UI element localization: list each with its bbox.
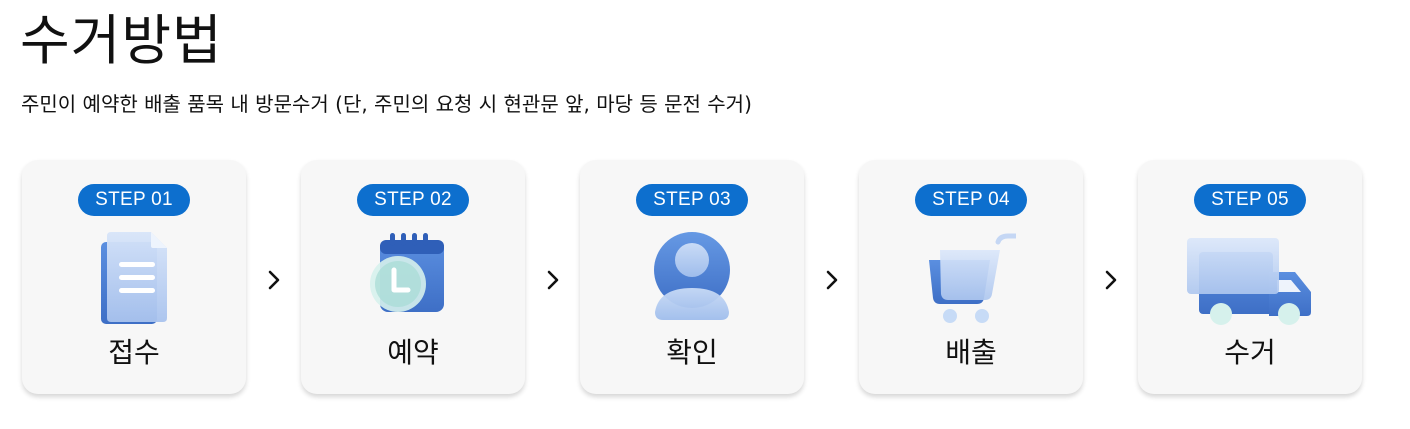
document-icon	[89, 228, 179, 328]
step-card-disposal: STEP 04 배출	[859, 160, 1083, 394]
page-subtitle: 주민이 예약한 배출 품목 내 방문수거 (단, 주민의 요청 시 현관문 앞,…	[21, 92, 752, 116]
step-badge: STEP 02	[357, 184, 469, 216]
step-card-reservation: STEP 02 예약	[301, 160, 525, 394]
calendar-clock-icon	[368, 228, 458, 328]
chevron-right-icon	[1101, 260, 1121, 300]
step-card-confirmation: STEP 03 확인	[580, 160, 804, 394]
cart-icon	[926, 228, 1016, 328]
step-label: 배출	[945, 336, 997, 369]
step-card-collection: STEP 05	[1138, 160, 1362, 394]
chevron-right-icon	[543, 260, 563, 300]
user-icon	[647, 228, 737, 328]
chevron-right-icon	[822, 260, 842, 300]
step-label: 확인	[666, 336, 718, 369]
step-label: 접수	[108, 336, 160, 369]
truck-icon	[1185, 228, 1317, 328]
step-badge: STEP 03	[636, 184, 748, 216]
page-title: 수거방법	[20, 9, 223, 72]
step-label: 예약	[387, 336, 439, 369]
step-badge: STEP 04	[915, 184, 1027, 216]
chevron-right-icon	[264, 260, 284, 300]
step-process: STEP 01	[22, 160, 1362, 396]
step-badge: STEP 01	[78, 184, 190, 216]
step-card-reception: STEP 01	[22, 160, 246, 394]
step-badge: STEP 05	[1194, 184, 1306, 216]
step-label: 수거	[1224, 336, 1276, 369]
